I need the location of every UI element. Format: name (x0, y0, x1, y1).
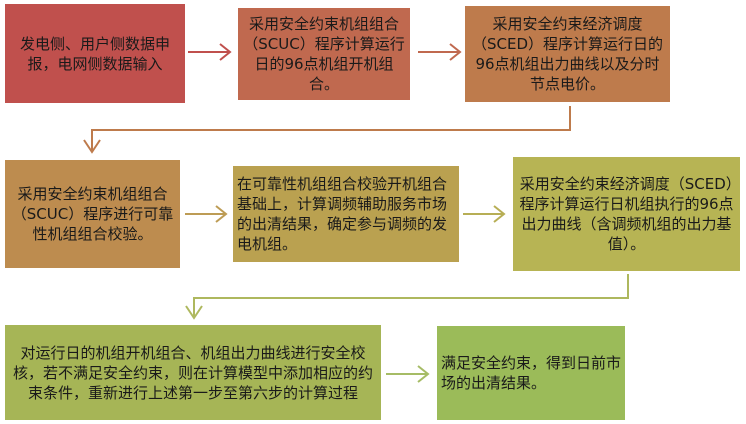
step-6-box: 采用安全约束经济调度（SCED）程序计算运行日机组执行的96点出力曲线（含调频机… (513, 157, 740, 271)
step-1-text: 发电侧、用户侧数据申报，电网侧数据输入 (19, 34, 170, 73)
step-6-text: 采用安全约束经济调度（SCED）程序计算运行日机组执行的96点出力曲线（含调频机… (519, 175, 734, 253)
arrow-1-2 (188, 43, 232, 61)
arrow-2-3 (418, 43, 462, 61)
arrow-4-5 (185, 205, 228, 223)
step-8-box: 满足安全约束，得到日前市场的出清结果。 (437, 326, 625, 420)
step-7-box: 对运行日的机组开机组合、机组出力曲线进行安全校核，若不满足安全约束，则在计算模型… (5, 325, 381, 420)
step-8-text: 满足安全约束，得到日前市场的出清结果。 (441, 354, 622, 392)
step-2-box: 采用安全约束机组组合（SCUC）程序计算运行日的96点机组开机组合。 (238, 8, 410, 100)
arrow-7-8 (386, 365, 430, 383)
step-2-text: 采用安全约束机组组合（SCUC）程序计算运行日的96点机组开机组合。 (243, 15, 405, 93)
arrow-6-7 (185, 274, 629, 320)
arrow-5-6 (463, 205, 506, 223)
step-3-text: 采用安全约束经济调度（SCED）程序计算运行日的96点机组出力曲线以及分时节点电… (471, 15, 664, 93)
step-4-text: 采用安全约束机组组合（SCUC）程序进行可靠性机组组合校验。 (11, 185, 174, 243)
arrow-3-4 (83, 106, 571, 154)
step-5-text: 在可靠性机组组合校验开机组合基础上，计算调频辅助服务市场的出清结果，确定参与调频… (237, 175, 448, 253)
step-1-box: 发电侧、用户侧数据申报，电网侧数据输入 (5, 4, 185, 103)
step-5-box: 在可靠性机组组合校验开机组合基础上，计算调频辅助服务市场的出清结果，确定参与调频… (233, 166, 459, 262)
step-3-box: 采用安全约束经济调度（SCED）程序计算运行日的96点机组出力曲线以及分时节点电… (465, 6, 670, 102)
step-4-box: 采用安全约束机组组合（SCUC）程序进行可靠性机组组合校验。 (5, 160, 180, 268)
step-7-text: 对运行日的机组开机组合、机组出力曲线进行安全校核，若不满足安全约束，则在计算模型… (12, 343, 373, 402)
